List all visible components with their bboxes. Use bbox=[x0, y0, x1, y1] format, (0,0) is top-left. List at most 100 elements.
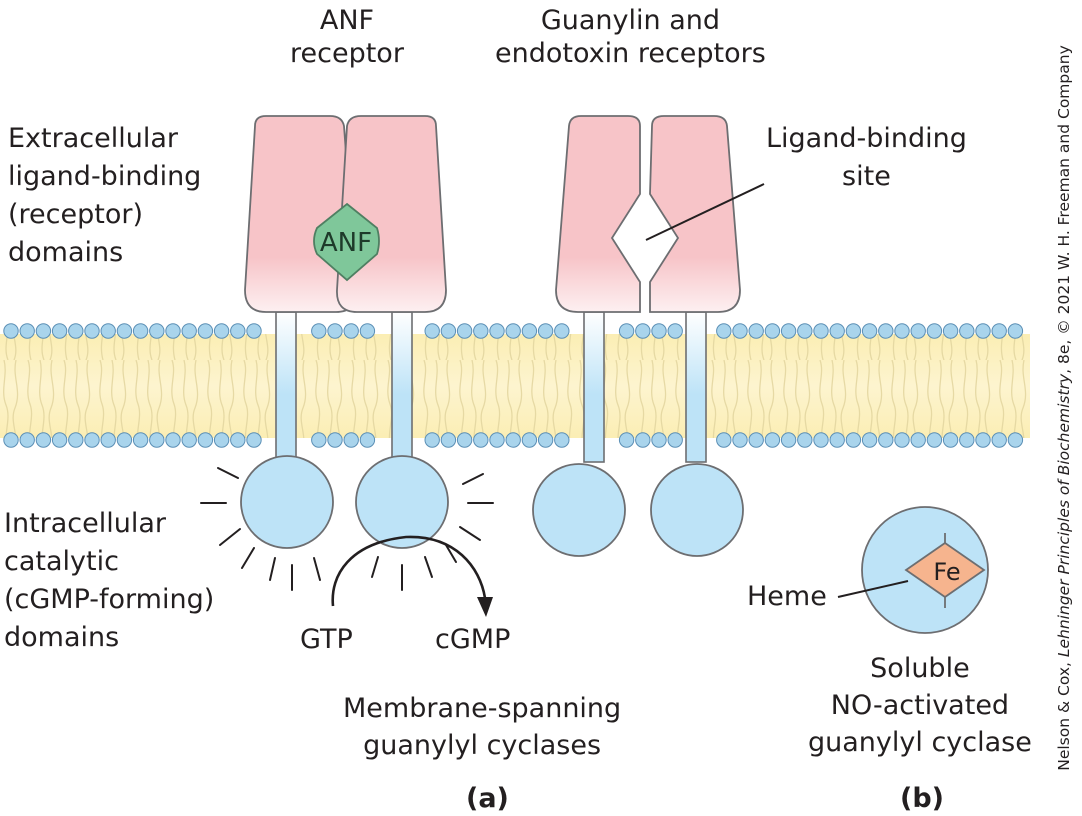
lipid-head bbox=[829, 323, 845, 339]
lipid-heads-top bbox=[3, 323, 1024, 339]
lipid-head bbox=[3, 432, 19, 448]
heme-leader bbox=[837, 580, 909, 598]
panel-a-label: (a) bbox=[466, 783, 509, 814]
lipid-head bbox=[521, 323, 538, 339]
ligand-site-leader bbox=[645, 183, 765, 241]
lipid-head bbox=[959, 432, 975, 448]
lipid-head bbox=[197, 432, 214, 448]
gtp-to-cgmp-arrow bbox=[331, 535, 487, 607]
lipid-head bbox=[311, 323, 327, 339]
lipid-head bbox=[764, 432, 781, 448]
lipid-head bbox=[910, 323, 926, 339]
heme-group bbox=[904, 541, 986, 599]
lipid-head bbox=[942, 432, 959, 448]
lipid-head bbox=[19, 432, 35, 448]
lipid-head bbox=[878, 432, 894, 448]
lipid-head bbox=[51, 323, 68, 339]
lipid-head bbox=[716, 432, 732, 448]
lipid-head bbox=[748, 432, 764, 448]
lipid-bilayer bbox=[0, 323, 1030, 448]
lipid-head bbox=[456, 432, 473, 448]
lipid-head bbox=[618, 432, 635, 448]
lipid-head bbox=[991, 323, 1007, 339]
cgmp-label: cGMP bbox=[435, 624, 511, 655]
lipid-head bbox=[813, 323, 829, 339]
lipid-head bbox=[343, 432, 359, 448]
lipid-head bbox=[343, 323, 359, 339]
lipid-head bbox=[732, 323, 748, 339]
lipid-head bbox=[68, 432, 84, 448]
lipid-head bbox=[780, 432, 797, 448]
lipid-head bbox=[327, 432, 343, 448]
anf-ligand-label: ANF bbox=[320, 228, 372, 258]
lipid-head bbox=[473, 323, 489, 339]
guanylin-catalytic-domain-right bbox=[650, 463, 744, 557]
lipid-head bbox=[910, 432, 926, 448]
anf-ligand bbox=[313, 202, 380, 282]
lipid-head bbox=[732, 432, 748, 448]
lipid-head bbox=[975, 432, 991, 448]
lipid-head bbox=[132, 323, 149, 339]
lipid-head bbox=[1007, 323, 1024, 339]
lipid-head bbox=[19, 323, 35, 339]
lipid-head bbox=[894, 432, 910, 448]
lipid-head bbox=[975, 323, 991, 339]
lipid-head bbox=[716, 323, 732, 339]
lipid-head bbox=[149, 323, 165, 339]
lipid-head bbox=[764, 323, 781, 339]
lipid-head bbox=[959, 323, 975, 339]
fe-label: Fe bbox=[933, 558, 960, 586]
lipid-head bbox=[618, 323, 635, 339]
lipid-head bbox=[667, 432, 683, 448]
lipid-head bbox=[116, 323, 133, 339]
lipid-heads-bottom bbox=[3, 432, 1024, 448]
lipid-head bbox=[554, 432, 570, 448]
guanylin-catalytic-domain-left bbox=[532, 463, 626, 557]
lipid-head bbox=[667, 323, 683, 339]
lipid-head bbox=[3, 323, 19, 339]
lipid-head bbox=[926, 323, 943, 339]
lipid-head bbox=[424, 432, 440, 448]
lipid-head bbox=[845, 432, 862, 448]
heme-label: Heme bbox=[747, 581, 827, 612]
lipid-head bbox=[748, 323, 764, 339]
lipid-head bbox=[894, 323, 910, 339]
lipid-head bbox=[440, 323, 457, 339]
lipid-head bbox=[84, 323, 100, 339]
lipid-head bbox=[521, 432, 538, 448]
lipid-head bbox=[230, 432, 246, 448]
anf-receptor: ANF bbox=[200, 115, 494, 617]
lipid-head bbox=[51, 432, 68, 448]
lipid-head bbox=[181, 432, 197, 448]
arrowhead bbox=[477, 597, 493, 617]
lipid-head bbox=[537, 432, 554, 448]
activity-rays bbox=[200, 467, 494, 591]
lipid-head bbox=[942, 323, 959, 339]
lipid-head bbox=[165, 432, 181, 448]
lipid-head bbox=[651, 323, 667, 339]
guanylin-extracellular-domain-right bbox=[649, 115, 741, 313]
lipid-head bbox=[797, 323, 813, 339]
lipid-head bbox=[456, 323, 473, 339]
lipid-head bbox=[861, 323, 878, 339]
lipid-head bbox=[230, 323, 246, 339]
lipid-head bbox=[505, 323, 521, 339]
lipid-head bbox=[149, 432, 165, 448]
lipid-head bbox=[926, 432, 943, 448]
lipid-head bbox=[861, 432, 878, 448]
lipid-head bbox=[473, 432, 489, 448]
lipid-head bbox=[505, 432, 521, 448]
lipid-head bbox=[165, 323, 181, 339]
lipid-head bbox=[635, 432, 651, 448]
lipid-head bbox=[537, 323, 554, 339]
lipid-head bbox=[35, 323, 52, 339]
panel-b-label: (b) bbox=[900, 783, 945, 814]
lipid-head bbox=[213, 432, 230, 448]
lipid-head bbox=[554, 323, 570, 339]
lipid-head bbox=[359, 323, 376, 339]
